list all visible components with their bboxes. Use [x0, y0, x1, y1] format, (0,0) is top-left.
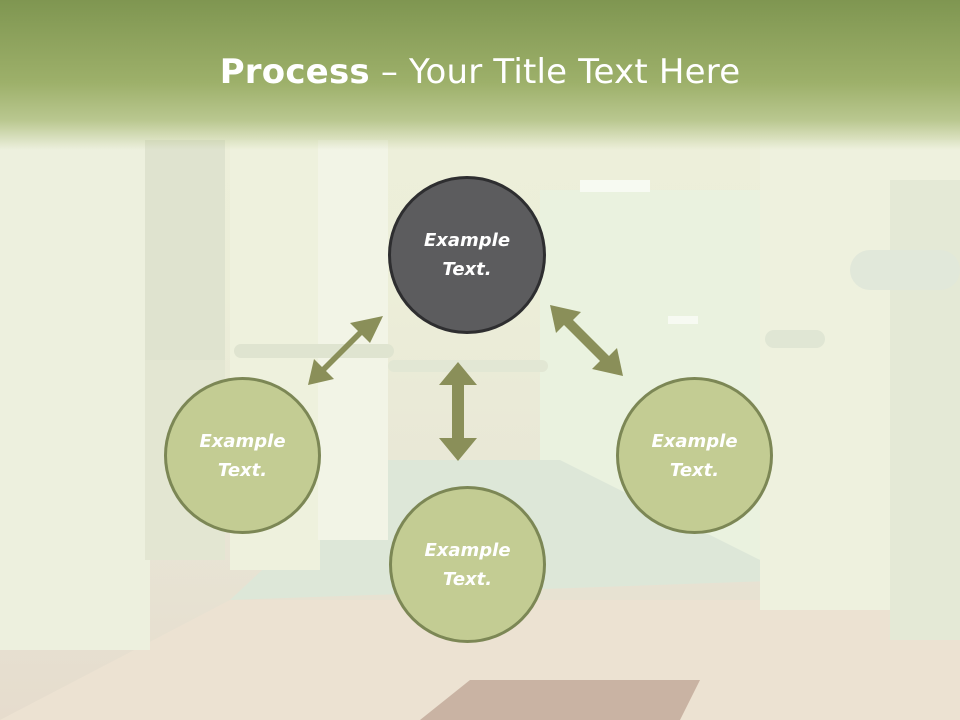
node-bottom: Example Text. [389, 486, 546, 643]
title-rest: – Your Title Text Here [369, 52, 741, 92]
node-top: Example Text. [388, 176, 546, 334]
node-left-label: Example Text. [199, 430, 286, 481]
double-arrow-vertical [439, 362, 477, 461]
node-left: Example Text. [164, 377, 321, 534]
double-arrow-top-right [550, 305, 623, 376]
title-bar [0, 0, 960, 150]
node-bottom-label: Example Text. [424, 539, 511, 590]
double-arrow-top-left [308, 316, 383, 385]
node-top-label: Example Text. [423, 230, 511, 280]
slide-title: Process – Your Title Text Here [0, 52, 960, 92]
title-bold: Process [219, 52, 370, 92]
node-right: Example Text. [616, 377, 773, 534]
node-right-label: Example Text. [651, 430, 738, 481]
